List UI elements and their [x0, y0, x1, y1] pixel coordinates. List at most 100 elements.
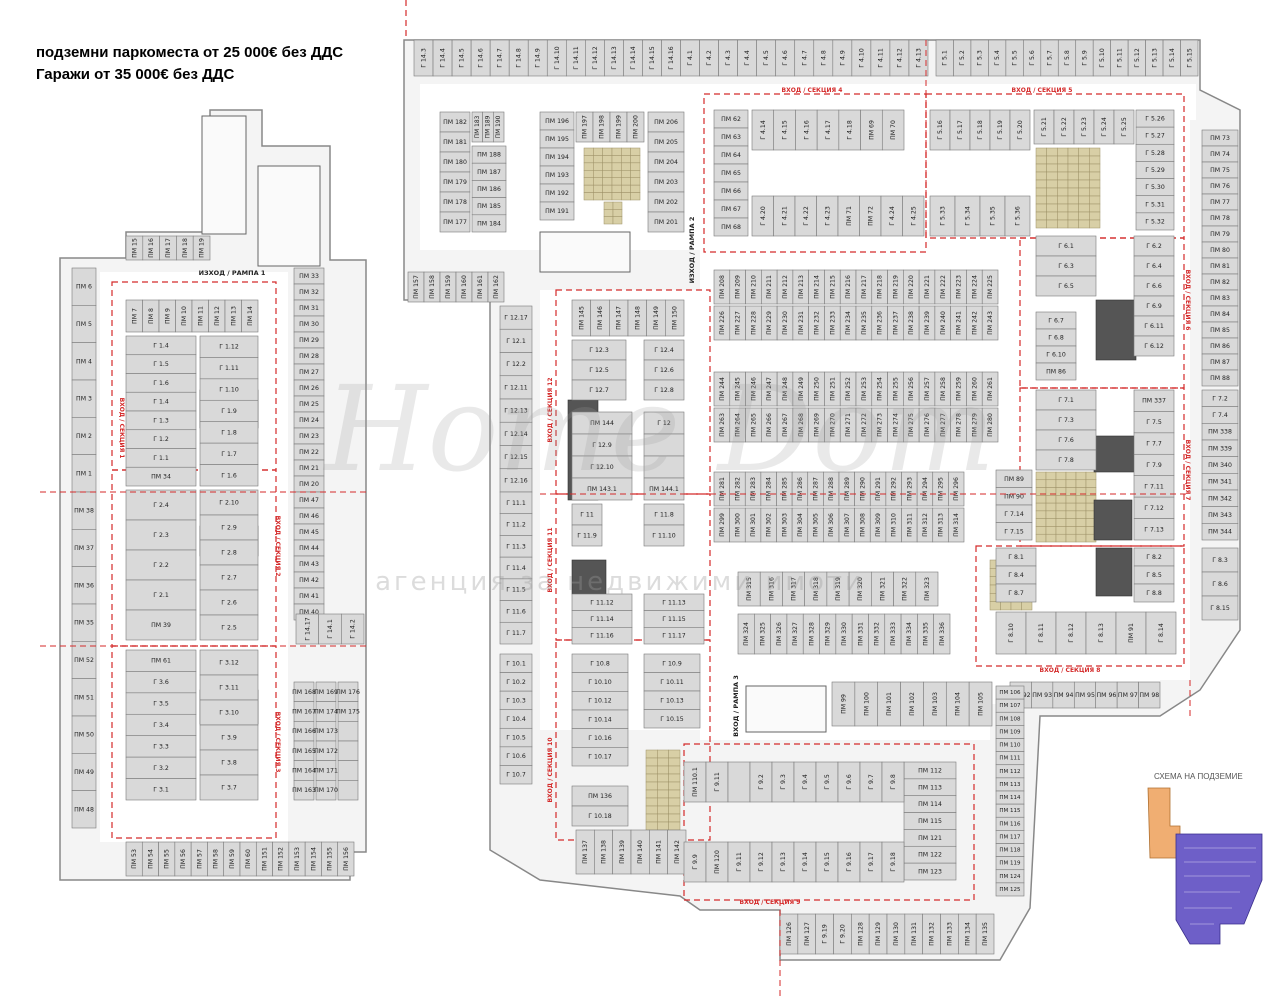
parking-unit[interactable]: Г 14.10	[546, 39, 567, 77]
parking-unit[interactable]: Г 5.30	[1135, 178, 1175, 197]
parking-unit[interactable]: Г 9.16	[837, 841, 861, 883]
parking-unit[interactable]: Г 2.1	[125, 579, 197, 611]
parking-unit[interactable]: ПМ 156	[337, 841, 355, 877]
parking-unit[interactable]: Г 3.12	[199, 649, 259, 676]
parking-unit[interactable]: Г 2.5	[199, 614, 259, 641]
parking-unit[interactable]: ПМ 117	[995, 830, 1025, 844]
parking-unit[interactable]: ПМ 198	[592, 111, 611, 143]
parking-unit[interactable]: ПМ 86	[1201, 337, 1239, 355]
parking-unit[interactable]: Г 11.17	[643, 627, 705, 645]
parking-unit[interactable]: ПМ 179	[439, 171, 471, 193]
parking-unit[interactable]: Г 1.12	[199, 335, 259, 358]
parking-unit[interactable]: ПМ 172	[314, 740, 338, 761]
parking-unit[interactable]: Г 9.9	[683, 841, 707, 883]
parking-unit[interactable]: ПМ 239	[918, 305, 936, 341]
parking-unit[interactable]: ПМ 146	[590, 299, 610, 337]
parking-unit[interactable]: ПМ 151	[255, 841, 273, 877]
parking-unit[interactable]: ПМ 181	[439, 131, 471, 153]
parking-unit[interactable]: ПМ 16	[142, 235, 160, 261]
parking-unit[interactable]: ПМ 216	[839, 269, 857, 305]
parking-unit[interactable]: ПМ 222	[934, 269, 951, 305]
parking-unit[interactable]: Г 9.8	[881, 761, 905, 803]
parking-unit[interactable]: ПМ 337	[1133, 389, 1175, 412]
parking-unit[interactable]: ПМ 143.1	[571, 477, 633, 501]
parking-unit[interactable]: ПМ 160	[455, 271, 473, 303]
parking-unit[interactable]: Г 8.3	[1201, 547, 1239, 573]
parking-unit[interactable]: ПМ 259	[950, 371, 967, 407]
parking-unit[interactable]: ПМ 81	[1201, 257, 1239, 275]
parking-unit[interactable]: ПМ 213	[792, 269, 809, 305]
parking-unit[interactable]: ПМ 109	[995, 725, 1025, 739]
parking-unit[interactable]: ПМ 125	[995, 882, 1025, 897]
parking-unit[interactable]: ПМ 180	[439, 151, 471, 173]
parking-unit[interactable]: ПМ 340	[1201, 456, 1239, 474]
parking-unit[interactable]: ПМ 241	[950, 305, 967, 341]
parking-unit[interactable]: Г 9.17	[859, 841, 883, 883]
parking-unit[interactable]: ПМ 141	[649, 829, 668, 875]
parking-unit[interactable]: ПМ 13	[224, 299, 242, 333]
parking-unit[interactable]: ПМ 335	[917, 613, 934, 655]
parking-unit[interactable]: Г 10.14	[571, 709, 629, 729]
parking-unit[interactable]: ПМ 325	[754, 613, 771, 655]
parking-unit[interactable]: Г 10.4	[499, 709, 533, 729]
parking-unit[interactable]: Г 7.7	[1133, 432, 1175, 455]
parking-unit[interactable]: ПМ 301	[744, 507, 762, 543]
parking-unit[interactable]: Г 6.6	[1133, 275, 1175, 297]
parking-unit[interactable]: Г 6.1	[1035, 235, 1097, 257]
parking-unit[interactable]: Г 6.11	[1133, 315, 1175, 337]
parking-unit[interactable]	[337, 721, 359, 742]
parking-unit[interactable]: ПМ 61	[125, 649, 197, 672]
parking-unit[interactable]: Г 5.22	[1053, 109, 1075, 145]
parking-unit[interactable]: ПМ 169	[314, 681, 338, 702]
parking-unit[interactable]: Г 10.3	[499, 690, 533, 711]
parking-unit[interactable]: ПМ 50	[71, 715, 97, 754]
parking-unit[interactable]	[337, 780, 359, 801]
parking-unit[interactable]: ПМ 52	[71, 641, 97, 679]
parking-unit[interactable]: Г 14.11	[565, 39, 586, 77]
parking-unit[interactable]: Г 5.23	[1073, 109, 1095, 145]
parking-unit[interactable]: ПМ 51	[71, 678, 97, 717]
parking-unit[interactable]: Г 1.10	[199, 378, 259, 401]
parking-unit[interactable]: ПМ 137	[575, 829, 595, 875]
parking-unit[interactable]: Г 8.1	[995, 547, 1037, 567]
parking-unit[interactable]: ПМ 31	[293, 299, 325, 317]
parking-unit[interactable]: Г 3.2	[125, 756, 197, 779]
parking-unit[interactable]: Г 9.6	[837, 761, 861, 803]
parking-unit[interactable]: ПМ 331	[851, 613, 869, 655]
parking-unit[interactable]: Г 4.17	[816, 109, 840, 151]
parking-unit[interactable]: ПМ 131	[904, 913, 923, 955]
parking-unit[interactable]: Г 6.9	[1133, 295, 1175, 317]
parking-unit[interactable]: ПМ 205	[647, 131, 685, 153]
parking-unit[interactable]: Г 14.4	[432, 39, 453, 77]
parking-unit[interactable]: ПМ 228	[745, 305, 762, 341]
parking-unit[interactable]: ПМ 95	[1073, 681, 1097, 709]
parking-unit[interactable]: Г 8.12	[1055, 611, 1087, 655]
parking-unit[interactable]: ПМ 123	[903, 862, 957, 881]
parking-unit[interactable]: Г 4.24	[880, 195, 903, 237]
parking-unit[interactable]: ПМ 104	[945, 681, 970, 727]
parking-unit[interactable]: ПМ 71	[837, 195, 860, 237]
parking-unit[interactable]: Г 6.7	[1035, 311, 1077, 330]
parking-unit[interactable]: Г 6.3	[1035, 255, 1097, 277]
parking-unit[interactable]: Г 11.2	[499, 513, 533, 536]
parking-unit[interactable]: ПМ 15	[125, 235, 144, 261]
parking-unit[interactable]: ПМ 214	[808, 269, 825, 305]
parking-unit[interactable]: ПМ 250	[808, 371, 825, 407]
parking-unit[interactable]: Г 9.4	[793, 761, 817, 803]
parking-unit[interactable]: Г 5.20	[1009, 109, 1031, 151]
parking-unit[interactable]: ПМ 39	[125, 609, 197, 641]
parking-unit[interactable]: ПМ 158	[423, 271, 441, 303]
parking-unit[interactable]: ПМ 211	[761, 269, 778, 305]
parking-unit[interactable]: ПМ 94	[1052, 681, 1075, 709]
parking-unit[interactable]: Г 9.13	[771, 841, 795, 883]
parking-unit[interactable]: Г 3.1	[125, 778, 197, 801]
parking-unit[interactable]: Г 14.5	[451, 39, 472, 77]
parking-unit[interactable]: ПМ 72	[859, 195, 882, 237]
parking-unit[interactable]: ПМ 49	[71, 753, 97, 791]
parking-unit[interactable]: ПМ 74	[1201, 145, 1239, 163]
parking-unit[interactable]: Г 4.2	[699, 39, 719, 77]
parking-unit[interactable]: ПМ 142	[667, 829, 687, 875]
parking-unit[interactable]: ПМ 148	[627, 299, 647, 337]
parking-unit[interactable]: Г 5.3	[970, 39, 989, 77]
parking-unit[interactable]: Г 6.2	[1133, 235, 1175, 257]
